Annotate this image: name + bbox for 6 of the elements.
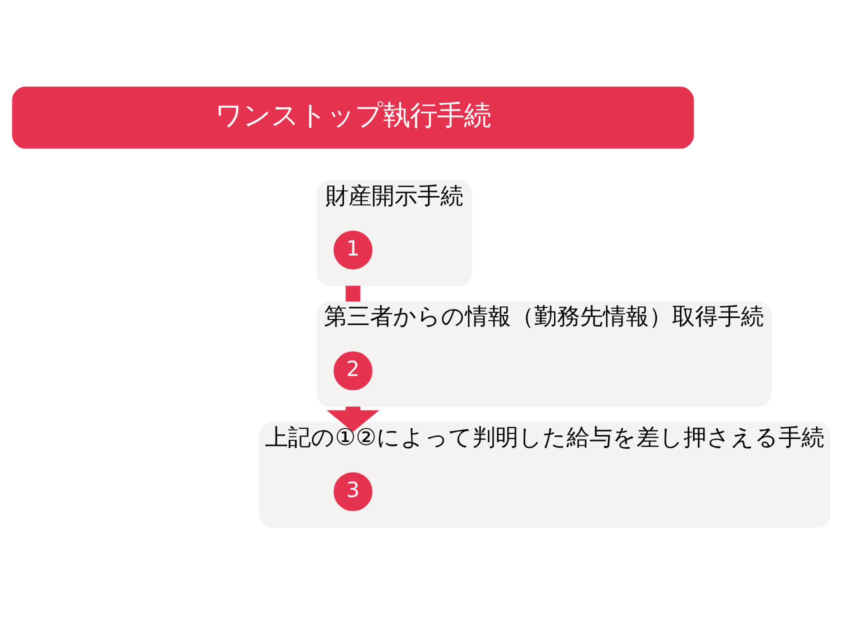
arrow — [326, 406, 380, 432]
node-circle: 1 — [334, 230, 372, 269]
connector — [346, 285, 360, 302]
node-box: ワンストップ執行手続 — [12, 86, 694, 148]
node-circle: 2 — [334, 350, 372, 390]
node-circle: 3 — [334, 472, 372, 511]
